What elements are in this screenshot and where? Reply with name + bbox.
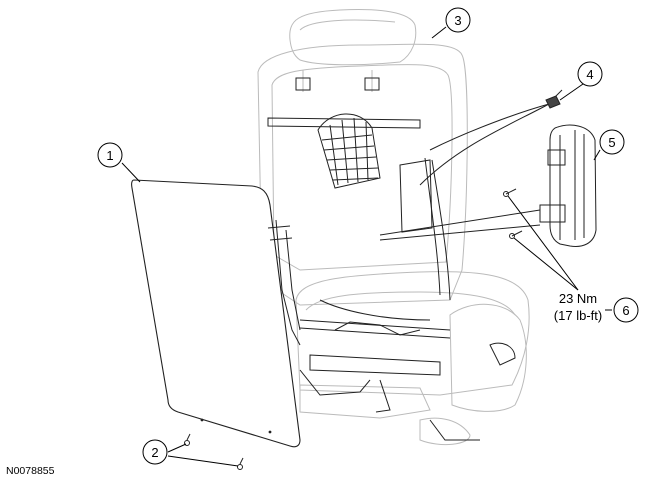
wiring-connector	[545, 89, 563, 109]
seat-frame-details	[267, 77, 550, 441]
callout-leaders	[121, 26, 612, 467]
seat-back-panel	[131, 179, 301, 448]
bolts	[503, 188, 523, 239]
side-airbag-module	[539, 124, 597, 247]
callout-1: 1	[97, 142, 123, 168]
callout-4-label: 4	[586, 67, 593, 82]
seat-back-frame	[257, 9, 530, 446]
torque-spec: 23 Nm (17 lb-ft)	[554, 291, 602, 323]
callout-5-label: 5	[608, 135, 615, 150]
figure-reference-code: N0078855	[6, 465, 55, 477]
callout-6: 6	[613, 297, 639, 323]
callout-1-label: 1	[106, 148, 113, 163]
torque-metric: 23 Nm	[559, 291, 597, 306]
torque-imperial: (17 lb-ft)	[554, 308, 602, 323]
callout-2: 2	[142, 439, 168, 465]
callout-3: 3	[445, 7, 471, 33]
callout-5: 5	[599, 129, 625, 155]
callout-6-label: 6	[622, 303, 629, 318]
callout-3-label: 3	[454, 13, 461, 28]
callout-4: 4	[577, 61, 603, 87]
callout-2-label: 2	[151, 445, 158, 460]
push-pin-fasteners	[184, 433, 244, 470]
